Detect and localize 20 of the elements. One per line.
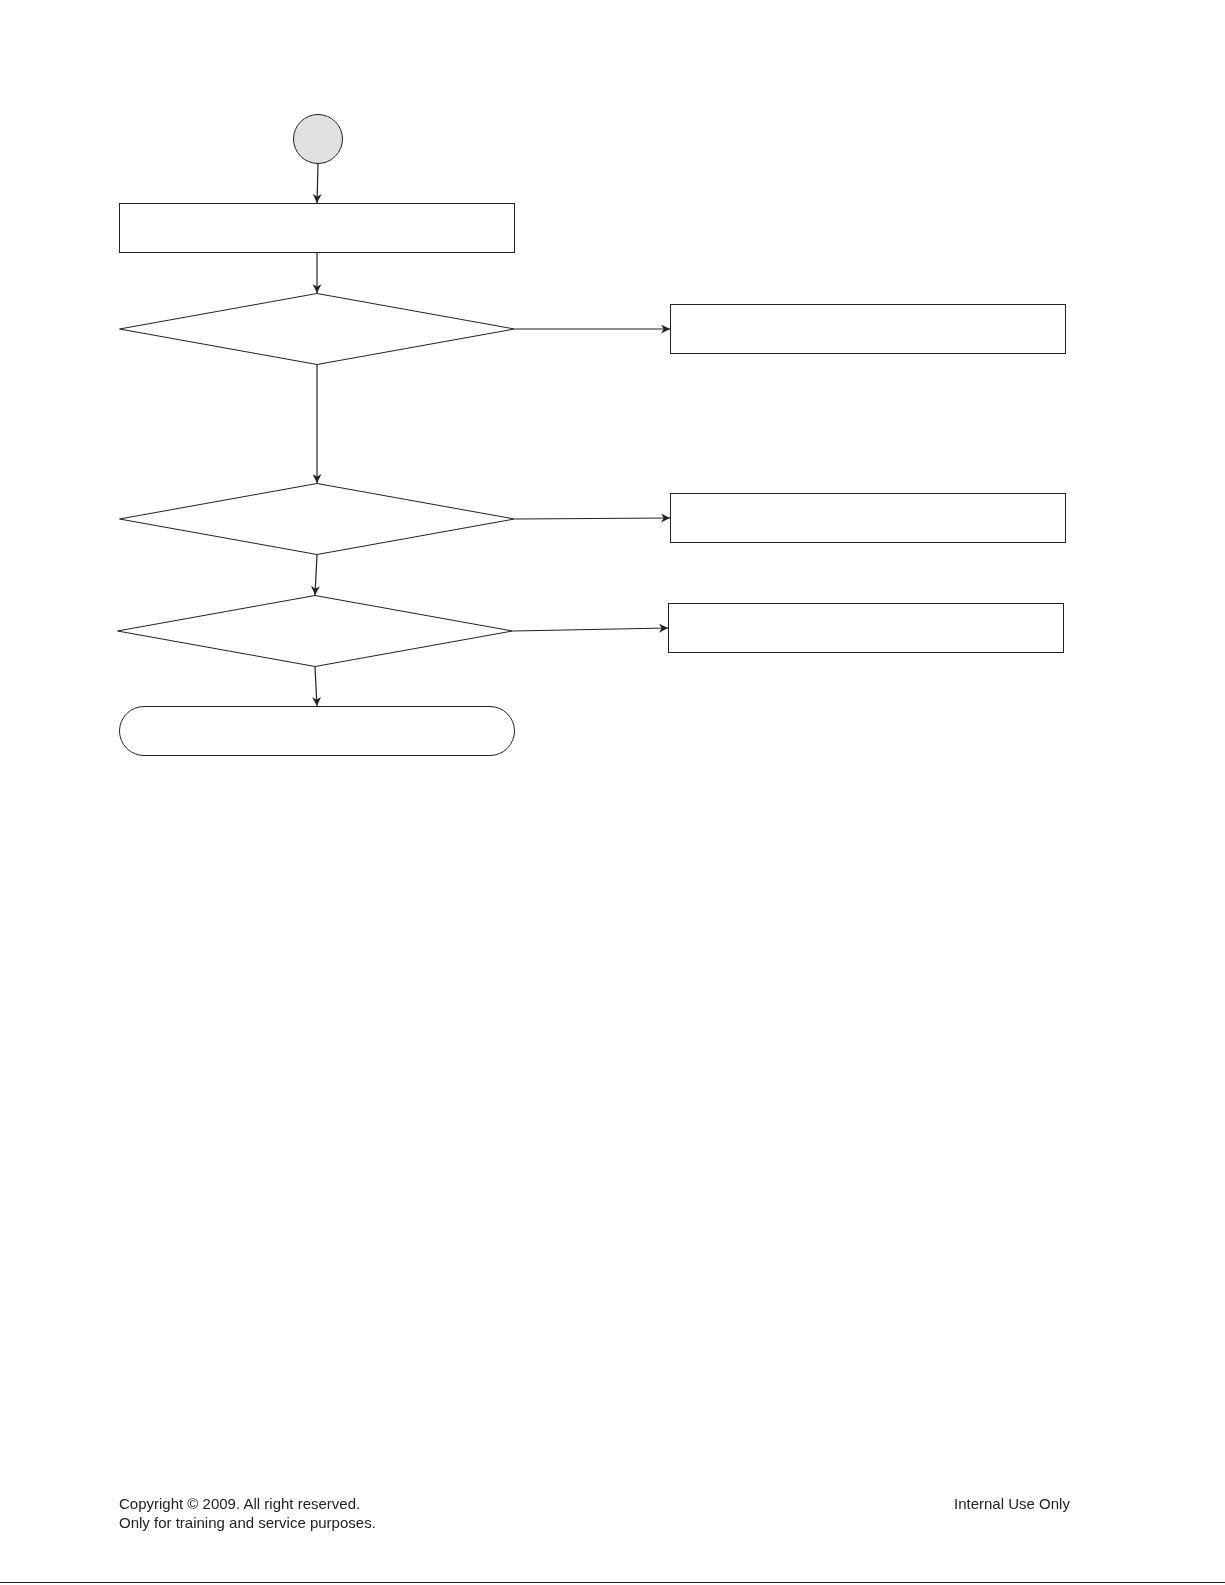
arrow [312, 252, 322, 294]
footer-note: Copyright © 2009. All right reserved. [119, 1495, 361, 1512]
arrow [514, 513, 671, 523]
footer-note: Internal Use Only [954, 1495, 1070, 1512]
process-box [670, 304, 1066, 354]
arrow [512, 623, 669, 633]
terminal-shape [119, 706, 515, 756]
process-box [668, 603, 1064, 653]
start-circle [293, 114, 343, 164]
arrow [310, 554, 320, 596]
arrow [312, 163, 322, 204]
decision-diamond [119, 483, 515, 555]
arrow [312, 364, 322, 484]
process-box [670, 493, 1066, 543]
arrow [312, 666, 322, 707]
decision-diamond [117, 595, 513, 667]
process-box [119, 203, 515, 253]
decision-diamond [119, 293, 515, 365]
arrow [514, 324, 671, 334]
footer-note: Only for training and service purposes. [119, 1514, 376, 1531]
